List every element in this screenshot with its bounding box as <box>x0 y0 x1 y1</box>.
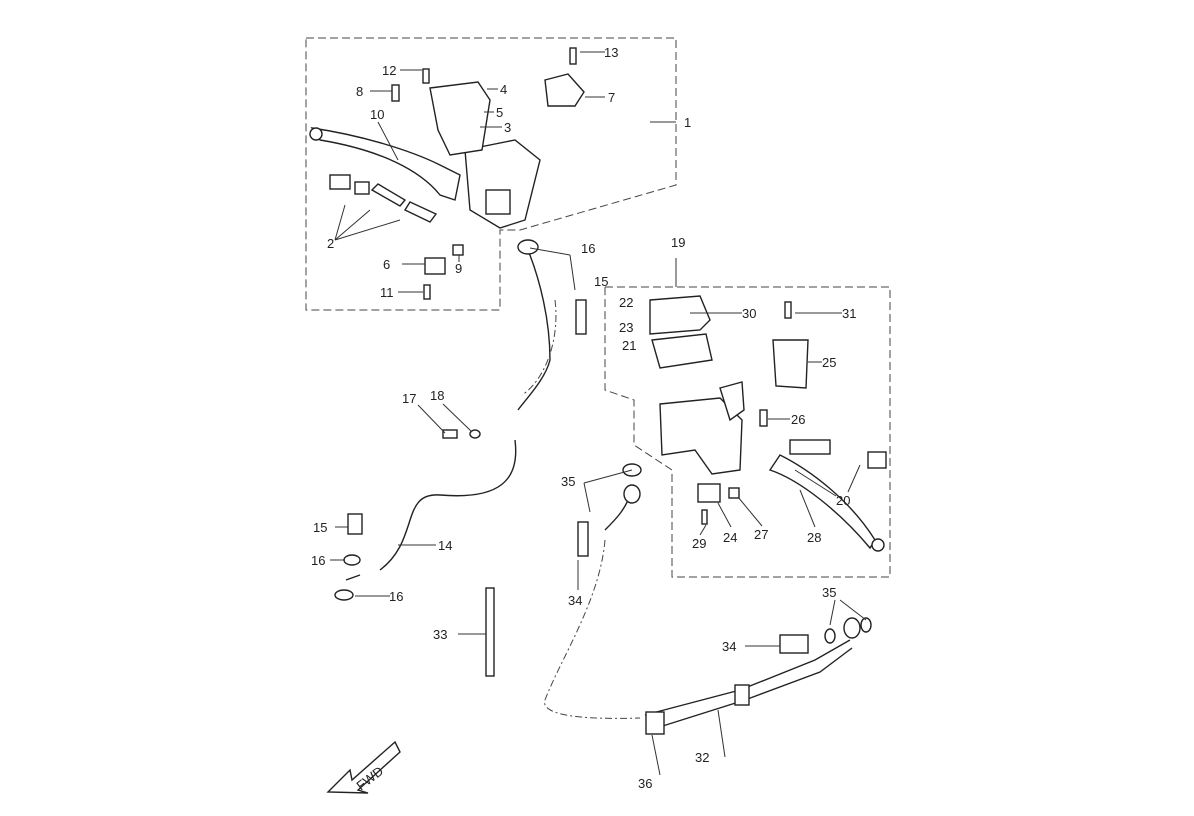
callout-12: 12 <box>382 63 396 78</box>
callout-16b: 16 <box>311 553 325 568</box>
callout-3: 3 <box>504 120 511 135</box>
rear-master-cylinder <box>649 295 887 552</box>
callout-27: 27 <box>754 527 768 542</box>
callout-13: 13 <box>604 45 618 60</box>
leader-lines <box>330 51 867 776</box>
callout-25: 25 <box>822 355 836 370</box>
callout-9: 9 <box>455 261 462 276</box>
callout-5: 5 <box>496 105 503 120</box>
callout-18: 18 <box>430 388 444 403</box>
group-box-19 <box>604 286 891 578</box>
callout-36: 36 <box>638 776 652 791</box>
callout-21: 21 <box>622 338 636 353</box>
callout-33: 33 <box>433 627 447 642</box>
brake-hoses <box>334 239 872 735</box>
callout-4: 4 <box>500 82 507 97</box>
callout-28: 28 <box>807 530 821 545</box>
group-box-1 <box>305 37 677 311</box>
callout-8: 8 <box>356 84 363 99</box>
callout-31: 31 <box>842 306 856 321</box>
callout-17: 17 <box>402 391 416 406</box>
callout-14: 14 <box>438 538 452 553</box>
callout-11: 11 <box>380 285 394 300</box>
callout-34b: 34 <box>722 639 736 654</box>
callout-29: 29 <box>692 536 706 551</box>
callout-34a: 34 <box>568 593 582 608</box>
callout-19: 19 <box>671 235 685 250</box>
callout-labels: 1 2 3 4 5 6 7 8 9 10 11 12 13 14 15 15 1… <box>311 45 856 791</box>
callout-16a: 16 <box>581 241 595 256</box>
callout-26: 26 <box>791 412 805 427</box>
callout-15b: 15 <box>313 520 327 535</box>
callout-10: 10 <box>370 107 384 122</box>
callout-15a: 15 <box>594 274 608 289</box>
callout-6: 6 <box>383 257 390 272</box>
callout-1: 1 <box>684 115 691 130</box>
callout-7: 7 <box>608 90 615 105</box>
callout-24: 24 <box>723 530 737 545</box>
callout-35b: 35 <box>822 585 836 600</box>
callout-32: 32 <box>695 750 709 765</box>
callout-16c: 16 <box>389 589 403 604</box>
callout-35a: 35 <box>561 474 575 489</box>
callout-30: 30 <box>742 306 756 321</box>
callout-22: 22 <box>619 295 633 310</box>
callout-23: 23 <box>619 320 633 335</box>
callout-2: 2 <box>327 236 334 251</box>
front-master-cylinder <box>309 47 585 300</box>
fwd-arrow: FWD <box>326 740 401 794</box>
callout-20: 20 <box>836 493 850 508</box>
